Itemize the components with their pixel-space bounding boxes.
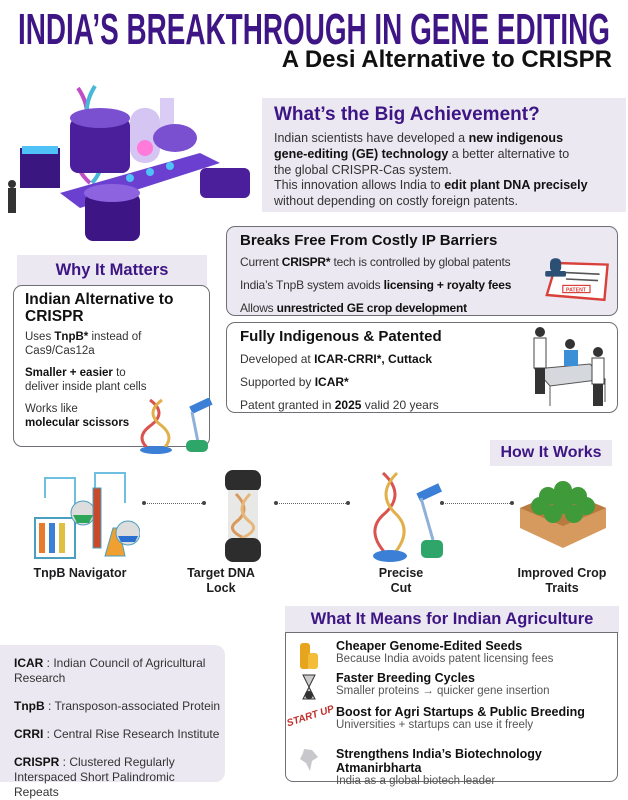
achievement-body: Indian scientists have developed a new i… — [274, 131, 626, 210]
flow-arrow — [440, 501, 514, 505]
lab-machine-illustration — [8, 84, 250, 241]
glossary-entry: TnpB : Transposon-associated Protein — [14, 699, 221, 713]
achievement-line: the global CRISPR-Cas system. — [274, 162, 452, 177]
ip-line: Current CRISPR* tech is controlled by gl… — [240, 255, 511, 269]
agri-item: Boost for Agri Startups & Public Breedin… — [336, 705, 585, 731]
indigenous-heading: Fully Indigenous & Patented — [240, 328, 442, 345]
flow-arrow — [274, 501, 350, 505]
achievement-line: gene-editing (GE) technology a better al… — [274, 146, 570, 161]
hourglass-icon — [302, 674, 316, 700]
glossary-entry: ICAR : Indian Council of Agricultural Re… — [14, 656, 206, 685]
precise-cut-icon — [373, 471, 443, 562]
patent-stamp-icon: PATENT — [545, 258, 609, 302]
dna-capsule-icon — [225, 470, 261, 562]
india-map-icon — [300, 749, 318, 771]
agriculture-heading: What It Means for Indian Agriculture — [285, 606, 619, 633]
glossary-entry: CRISPR : Clustered Regularly Interspaced… — [14, 755, 175, 799]
dna-cutter-icon — [140, 398, 213, 454]
achievement-heading: What’s the Big Achievement? — [274, 104, 540, 125]
step-label-precise-cut: Precise Cut — [378, 566, 424, 595]
agri-item: Faster Breeding Cycles Smaller proteins … — [336, 671, 550, 697]
indian-alternative-card: Indian Alternative to CRISPR Uses TnpB* … — [13, 285, 210, 447]
coins-icon — [300, 643, 318, 669]
svg-text:INDIA’S BREAKTHROUGH IN GENE E: INDIA’S BREAKTHROUGH IN GENE EDITING — [18, 5, 610, 48]
ip-line: Allows unrestricted GE crop development — [240, 301, 467, 315]
indigenous-card: Fully Indigenous & Patented Developed at… — [226, 322, 618, 413]
scientists-team-icon — [533, 327, 607, 406]
ip-barriers-heading: Breaks Free From Costly IP Barriers — [240, 232, 498, 249]
why-point: Uses TnpB* instead of Cas9/Cas12a — [25, 331, 142, 357]
agri-item: Cheaper Genome-Edited Seeds Because Indi… — [336, 639, 554, 665]
step-label-improved-crop-traits: Improved Crop Traits — [517, 566, 607, 595]
flow-arrow — [142, 501, 206, 505]
achievement-section: What’s the Big Achievement? Indian scien… — [262, 98, 626, 212]
indigenous-line: Patent granted in 2025 valid 20 years — [240, 398, 439, 412]
step-label-tnpb-navigator: TnpB Navigator — [33, 566, 127, 580]
indian-alternative-title: Indian Alternative to CRISPR — [25, 291, 174, 325]
ip-barriers-card: Breaks Free From Costly IP Barriers Curr… — [226, 226, 618, 316]
why-point: Works like molecular scissors — [25, 403, 130, 429]
glossary-panel: ICAR : Indian Council of Agricultural Re… — [0, 645, 225, 799]
glossary-entry: CRRI : Central Rise Research Institute — [14, 727, 220, 741]
how-it-works-heading: How It Works — [490, 440, 612, 466]
why-point: Smaller + easier to deliver inside plant… — [25, 367, 147, 393]
lab-flasks-icon — [34, 472, 140, 559]
step-label-target-dna-lock: Target DNA Lock — [187, 566, 255, 595]
ip-line: India’s TnpB system avoids licensing + r… — [240, 278, 512, 292]
agriculture-card: Cheaper Genome-Edited Seeds Because Indi… — [285, 632, 618, 787]
indigenous-line: Supported by ICAR* — [240, 375, 349, 389]
achievement-line: Indian scientists have developed a new i… — [274, 131, 564, 145]
main-title: INDIA’S BREAKTHROUGH IN GENE EDITING — [18, 5, 610, 48]
indigenous-line: Developed at ICAR-CRRI*, Cuttack — [240, 352, 433, 366]
achievement-line: without depending on costly foreign pate… — [274, 194, 518, 209]
why-it-matters-heading: Why It Matters — [17, 255, 207, 286]
agri-item: Strengthens India’s Biotechnology Atmani… — [336, 747, 542, 787]
startup-icon: START UP — [285, 703, 336, 730]
svg-text:PATENT: PATENT — [566, 287, 587, 293]
subtitle: A Desi Alternative to CRISPR — [281, 46, 612, 73]
crop-tray-icon — [520, 481, 606, 548]
achievement-line: This innovation allows India to edit pla… — [274, 178, 588, 193]
